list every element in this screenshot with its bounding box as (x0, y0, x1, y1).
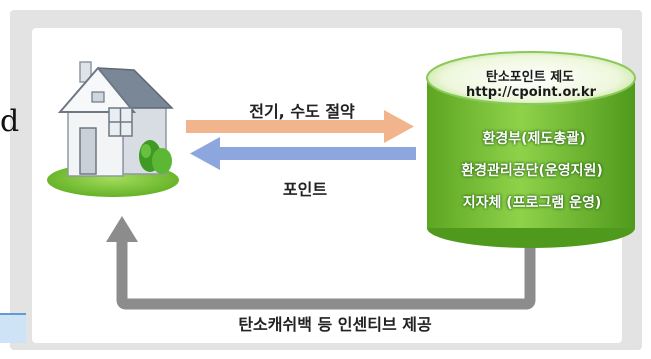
incentive-arrow-label: 탄소캐쉬백 등 인센티브 제공 (238, 315, 432, 334)
cylinder-item: 환경부(제도총괄) (482, 131, 586, 147)
cylinder-title: 탄소포인트 제도 (485, 70, 575, 85)
point-arrow-label: 포인트 (282, 180, 328, 199)
cylinder-shape (426, 51, 636, 248)
cylinder-item: 환경관리공단(운영지원) (461, 163, 603, 179)
blue-strip (0, 313, 26, 343)
side-letter: d (0, 104, 20, 139)
feedback-arrow (106, 216, 536, 310)
saving-arrow (186, 110, 414, 143)
house-illustration (47, 61, 179, 197)
cylinder-url: http://cpoint.or.kr (466, 85, 596, 100)
cylinder-item: 지자체 (프로그램 운영) (462, 195, 602, 211)
point-arrow (190, 137, 416, 170)
saving-arrow-label: 전기, 수도 절약 (249, 102, 355, 121)
